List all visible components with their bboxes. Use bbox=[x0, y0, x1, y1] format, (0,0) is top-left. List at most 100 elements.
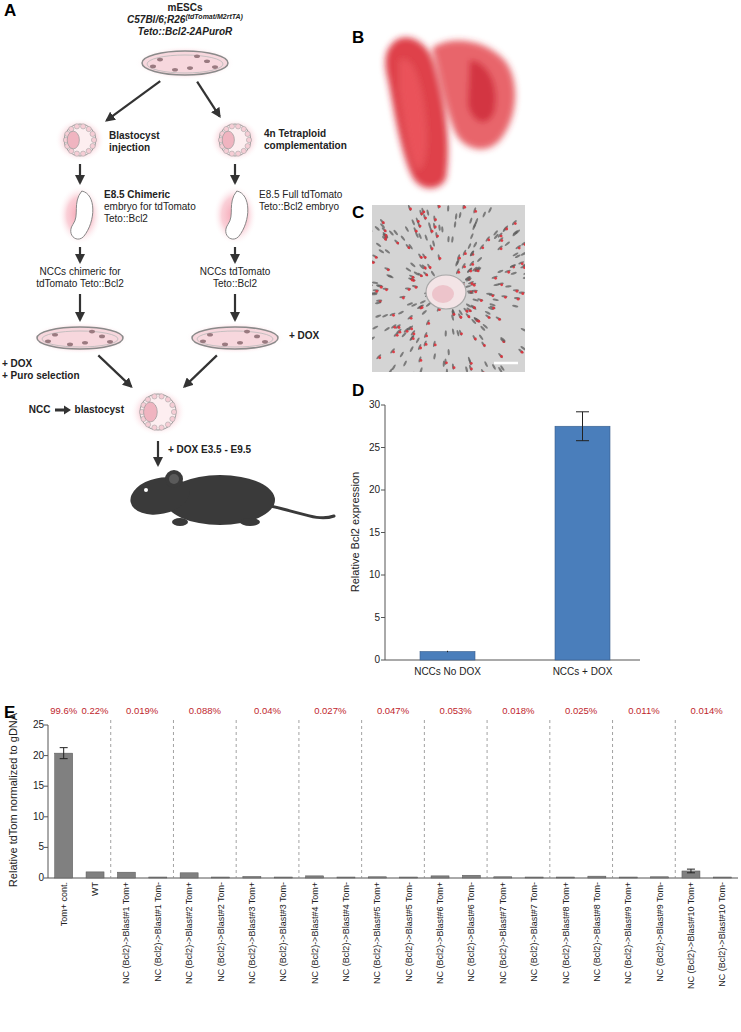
cell bbox=[485, 314, 492, 319]
tdtomato-cell bbox=[469, 309, 472, 312]
category-label: NC (Bcl2)->Blast#2 Tom+ bbox=[183, 882, 195, 1022]
cell bbox=[438, 224, 441, 231]
category-label: WT bbox=[89, 882, 101, 1022]
cell bbox=[381, 235, 387, 241]
tdtomato-cell bbox=[507, 271, 510, 274]
cell bbox=[423, 332, 428, 339]
cell bbox=[467, 356, 471, 363]
cell bbox=[417, 222, 421, 229]
cell bbox=[468, 280, 475, 284]
node-text-box: E8.5 Full tdTomato Teto::Bcl2 embryo bbox=[259, 189, 359, 213]
cell bbox=[458, 329, 462, 336]
cell bbox=[463, 307, 469, 313]
bar bbox=[212, 877, 230, 878]
tdtomato-cell bbox=[396, 334, 399, 337]
cell bbox=[445, 330, 447, 336]
category-label: NC (Bcl2)->Blast#3 Tom- bbox=[277, 882, 289, 1022]
category-label: NC (Bcl2)->Blast#8 Tom+ bbox=[560, 882, 572, 1022]
tdtomato-cell bbox=[500, 239, 503, 242]
cell bbox=[443, 361, 445, 367]
tdtomato-cell bbox=[406, 330, 409, 333]
mesc-dish: mESCsC57Bl/6;R26(tdTomat/M2rtTA)Teto::Bc… bbox=[135, 46, 235, 80]
node-text-box: + DOX+ Puro selection bbox=[2, 358, 94, 382]
tdtomato-cell bbox=[409, 208, 412, 211]
tdtomato-cell bbox=[429, 266, 432, 269]
category-label: NC (Bcl2)->Blast#1 Tom- bbox=[152, 882, 164, 1022]
fluorescent-embryo bbox=[385, 38, 515, 189]
percent-label: 0.04% bbox=[244, 704, 292, 718]
tdtomato-cell bbox=[399, 331, 402, 334]
cell bbox=[435, 232, 438, 239]
cell bbox=[378, 249, 385, 254]
tdtomato-cell bbox=[412, 337, 415, 340]
cell bbox=[455, 213, 458, 220]
percent-label: 0.019% bbox=[118, 704, 166, 718]
cell bbox=[486, 293, 492, 295]
tdtomato-cell bbox=[500, 283, 503, 286]
cell bbox=[470, 282, 477, 286]
category-label: NC (Bcl2)->Blast#5 Tom+ bbox=[371, 882, 383, 1022]
category-label: NC (Bcl2)->Blast#4 Tom+ bbox=[309, 882, 321, 1022]
tdtomato-cell bbox=[498, 318, 501, 321]
cell bbox=[430, 270, 435, 277]
cell bbox=[372, 336, 376, 341]
tdtomato-cell bbox=[471, 263, 474, 266]
tick-label: 5 bbox=[22, 840, 44, 854]
node-text-box: + DOX bbox=[289, 330, 339, 342]
tdtomato-cell bbox=[434, 226, 437, 229]
tick-label: 15 bbox=[22, 779, 44, 793]
percent-label: 0.014% bbox=[683, 704, 731, 718]
tdtomato-cell bbox=[460, 316, 463, 319]
category-label: NC (Bcl2)->Blast#2 Tom- bbox=[215, 882, 227, 1022]
tdtomato-cell bbox=[424, 256, 427, 259]
tdtomato-cell bbox=[422, 211, 425, 214]
category-label: NC (Bcl2)->Blast#10 Tom+ bbox=[685, 882, 697, 1022]
tdtomato-cell bbox=[402, 297, 405, 300]
tdtomato-cell bbox=[494, 277, 497, 280]
cell bbox=[399, 351, 404, 358]
text-line: 4n Tetraploid complementation bbox=[264, 128, 362, 152]
cell bbox=[468, 365, 472, 372]
group-divider bbox=[549, 720, 550, 878]
group-divider bbox=[612, 720, 613, 878]
cell bbox=[384, 267, 391, 271]
group-divider bbox=[298, 720, 299, 878]
tick-label: 10 bbox=[360, 568, 380, 582]
tick-label: 5 bbox=[360, 611, 380, 625]
tdtomato-cell bbox=[463, 206, 466, 209]
category-label: NC (Bcl2)->Blast#5 Tom- bbox=[403, 882, 415, 1022]
ncc-dish: + DOX+ Puro selection bbox=[30, 322, 130, 354]
bar bbox=[619, 877, 637, 878]
tick-label: 25 bbox=[22, 718, 44, 732]
bar bbox=[55, 753, 73, 878]
cell bbox=[497, 269, 504, 273]
text-line: Blastocyst injection bbox=[109, 130, 173, 154]
arrow-glyph bbox=[54, 405, 72, 415]
category-label: Tom+ cont. bbox=[58, 882, 70, 1022]
node-text: NCCs tdTomato Teto::Bcl2 bbox=[200, 266, 271, 289]
category-label: NC (Bcl2)->Blast#1 Tom+ bbox=[120, 882, 132, 1022]
culture-dish bbox=[185, 322, 285, 354]
cell bbox=[433, 215, 436, 222]
cell bbox=[410, 334, 415, 341]
tdtomato-cell bbox=[384, 229, 387, 232]
node-text-box: mESCsC57Bl/6;R26(tdTomat/M2rtTA)Teto::Bc… bbox=[75, 2, 295, 38]
cell bbox=[485, 236, 491, 242]
category-label: NC (Bcl2)->Blast#3 Tom+ bbox=[246, 882, 258, 1022]
bar bbox=[557, 877, 575, 878]
tdtomato-cell bbox=[372, 261, 375, 264]
category-label: NC (Bcl2)->Blast#6 Tom- bbox=[465, 882, 477, 1022]
flow-arrow bbox=[98, 355, 131, 386]
tdtomato-cell bbox=[468, 315, 471, 318]
tdtomato-cell bbox=[427, 322, 430, 325]
error-cap bbox=[687, 872, 695, 873]
cell bbox=[492, 298, 499, 301]
cell bbox=[473, 207, 477, 214]
flow-arrow bbox=[234, 164, 236, 183]
tdtomato-cell bbox=[438, 205, 441, 208]
category-label: NC (Bcl2)->Blast#9 Tom+ bbox=[622, 882, 634, 1022]
tdtomato-cell bbox=[516, 290, 519, 293]
cell bbox=[469, 260, 475, 266]
bar bbox=[306, 876, 324, 878]
tdtomato-cell bbox=[491, 294, 494, 297]
